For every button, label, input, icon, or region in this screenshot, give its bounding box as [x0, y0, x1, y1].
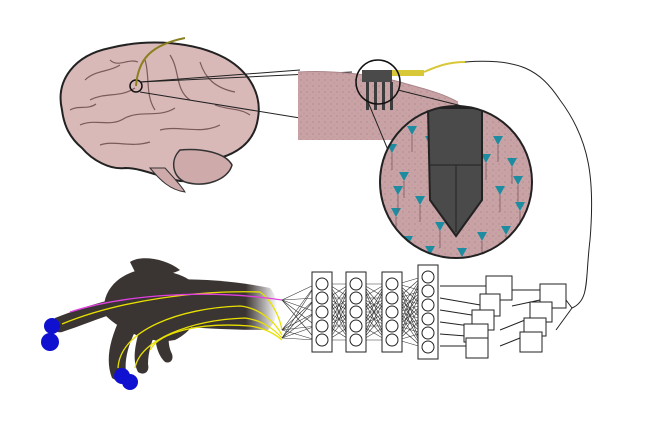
- nn-node: [385, 305, 399, 319]
- nn-edge: [281, 311, 317, 339]
- nn-node: [385, 277, 399, 291]
- hand-finger-pinky: [155, 330, 173, 363]
- hand-markers: [41, 318, 138, 390]
- nn-node: [421, 270, 435, 284]
- nn-node: [421, 298, 435, 312]
- neuron-soma: [477, 232, 487, 241]
- nn-node: [421, 340, 435, 354]
- hand-tendon-lines: [61, 291, 283, 369]
- nn-node: [385, 333, 399, 347]
- nn-node: [349, 333, 363, 347]
- brain-stem: [148, 167, 186, 193]
- nn-node: [385, 291, 399, 305]
- hand-finger-index: [52, 300, 118, 333]
- nn-node: [385, 319, 399, 333]
- neuron-soma: [495, 186, 505, 195]
- marker-index: [44, 318, 60, 334]
- nn-node: [315, 319, 329, 333]
- marker-index-tip: [41, 333, 59, 351]
- hand-finger-ring: [134, 328, 156, 374]
- neuron-field: [387, 124, 525, 258]
- marker-middle-tip: [122, 374, 138, 390]
- neural-network: [281, 264, 439, 360]
- nn-edge: [281, 337, 317, 341]
- decoder-block-5: [465, 337, 489, 359]
- nn-edge: [281, 329, 317, 341]
- neuron-soma: [415, 196, 425, 205]
- nn-edge: [281, 325, 317, 331]
- brain-sulci: [69, 54, 251, 146]
- nn-node: [421, 284, 435, 298]
- nn-node: [315, 291, 329, 305]
- neuron-soma: [435, 222, 445, 231]
- nn-edge: [281, 299, 317, 341]
- nn-node: [349, 319, 363, 333]
- brain-cerebellum: [173, 148, 233, 185]
- brain: [59, 37, 260, 193]
- nn-edge: [281, 299, 317, 327]
- neuron-soma: [515, 202, 525, 211]
- zoom-connector-lines: [367, 89, 471, 151]
- implant-array: [355, 59, 466, 110]
- neuron-soma: [391, 208, 401, 217]
- neuron-soma: [481, 154, 491, 163]
- nn-edge: [281, 299, 317, 313]
- nn-node: [349, 291, 363, 305]
- neuron-soma: [457, 248, 467, 257]
- nn-node: [315, 333, 329, 347]
- hand-thumb: [130, 258, 180, 275]
- neuron-soma: [507, 158, 517, 167]
- nn-edge: [281, 283, 317, 301]
- neuron-soma: [393, 186, 403, 195]
- nn-edge: [281, 283, 317, 339]
- nn-edge: [281, 297, 317, 331]
- nn-node: [315, 305, 329, 319]
- decoder-block-9: [519, 331, 543, 353]
- neuron-soma: [513, 176, 523, 185]
- nn-node: [315, 277, 329, 291]
- signal-wire: [464, 60, 593, 309]
- neuron-zoom: [379, 105, 533, 259]
- nn-edge: [281, 311, 317, 331]
- hand: [41, 258, 283, 390]
- implant-magnifier-circle: [355, 59, 401, 105]
- neuron-soma: [493, 136, 503, 145]
- neuron-soma: [399, 172, 409, 181]
- neuron-soma: [501, 226, 511, 235]
- implant-electrodes: [366, 82, 393, 110]
- nn-edge: [281, 283, 317, 331]
- nn-edge: [281, 325, 317, 339]
- nn-node: [349, 305, 363, 319]
- nn-edge: [281, 297, 317, 339]
- neuron-soma: [407, 126, 417, 135]
- nn-edge: [281, 297, 317, 301]
- neuron-soma: [425, 246, 435, 255]
- nn-node: [421, 326, 435, 340]
- decoder-blocks: [439, 275, 573, 359]
- brain-wire: [135, 37, 186, 87]
- nn-node: [421, 312, 435, 326]
- nn-nodes: [315, 270, 435, 354]
- nn-node: [349, 277, 363, 291]
